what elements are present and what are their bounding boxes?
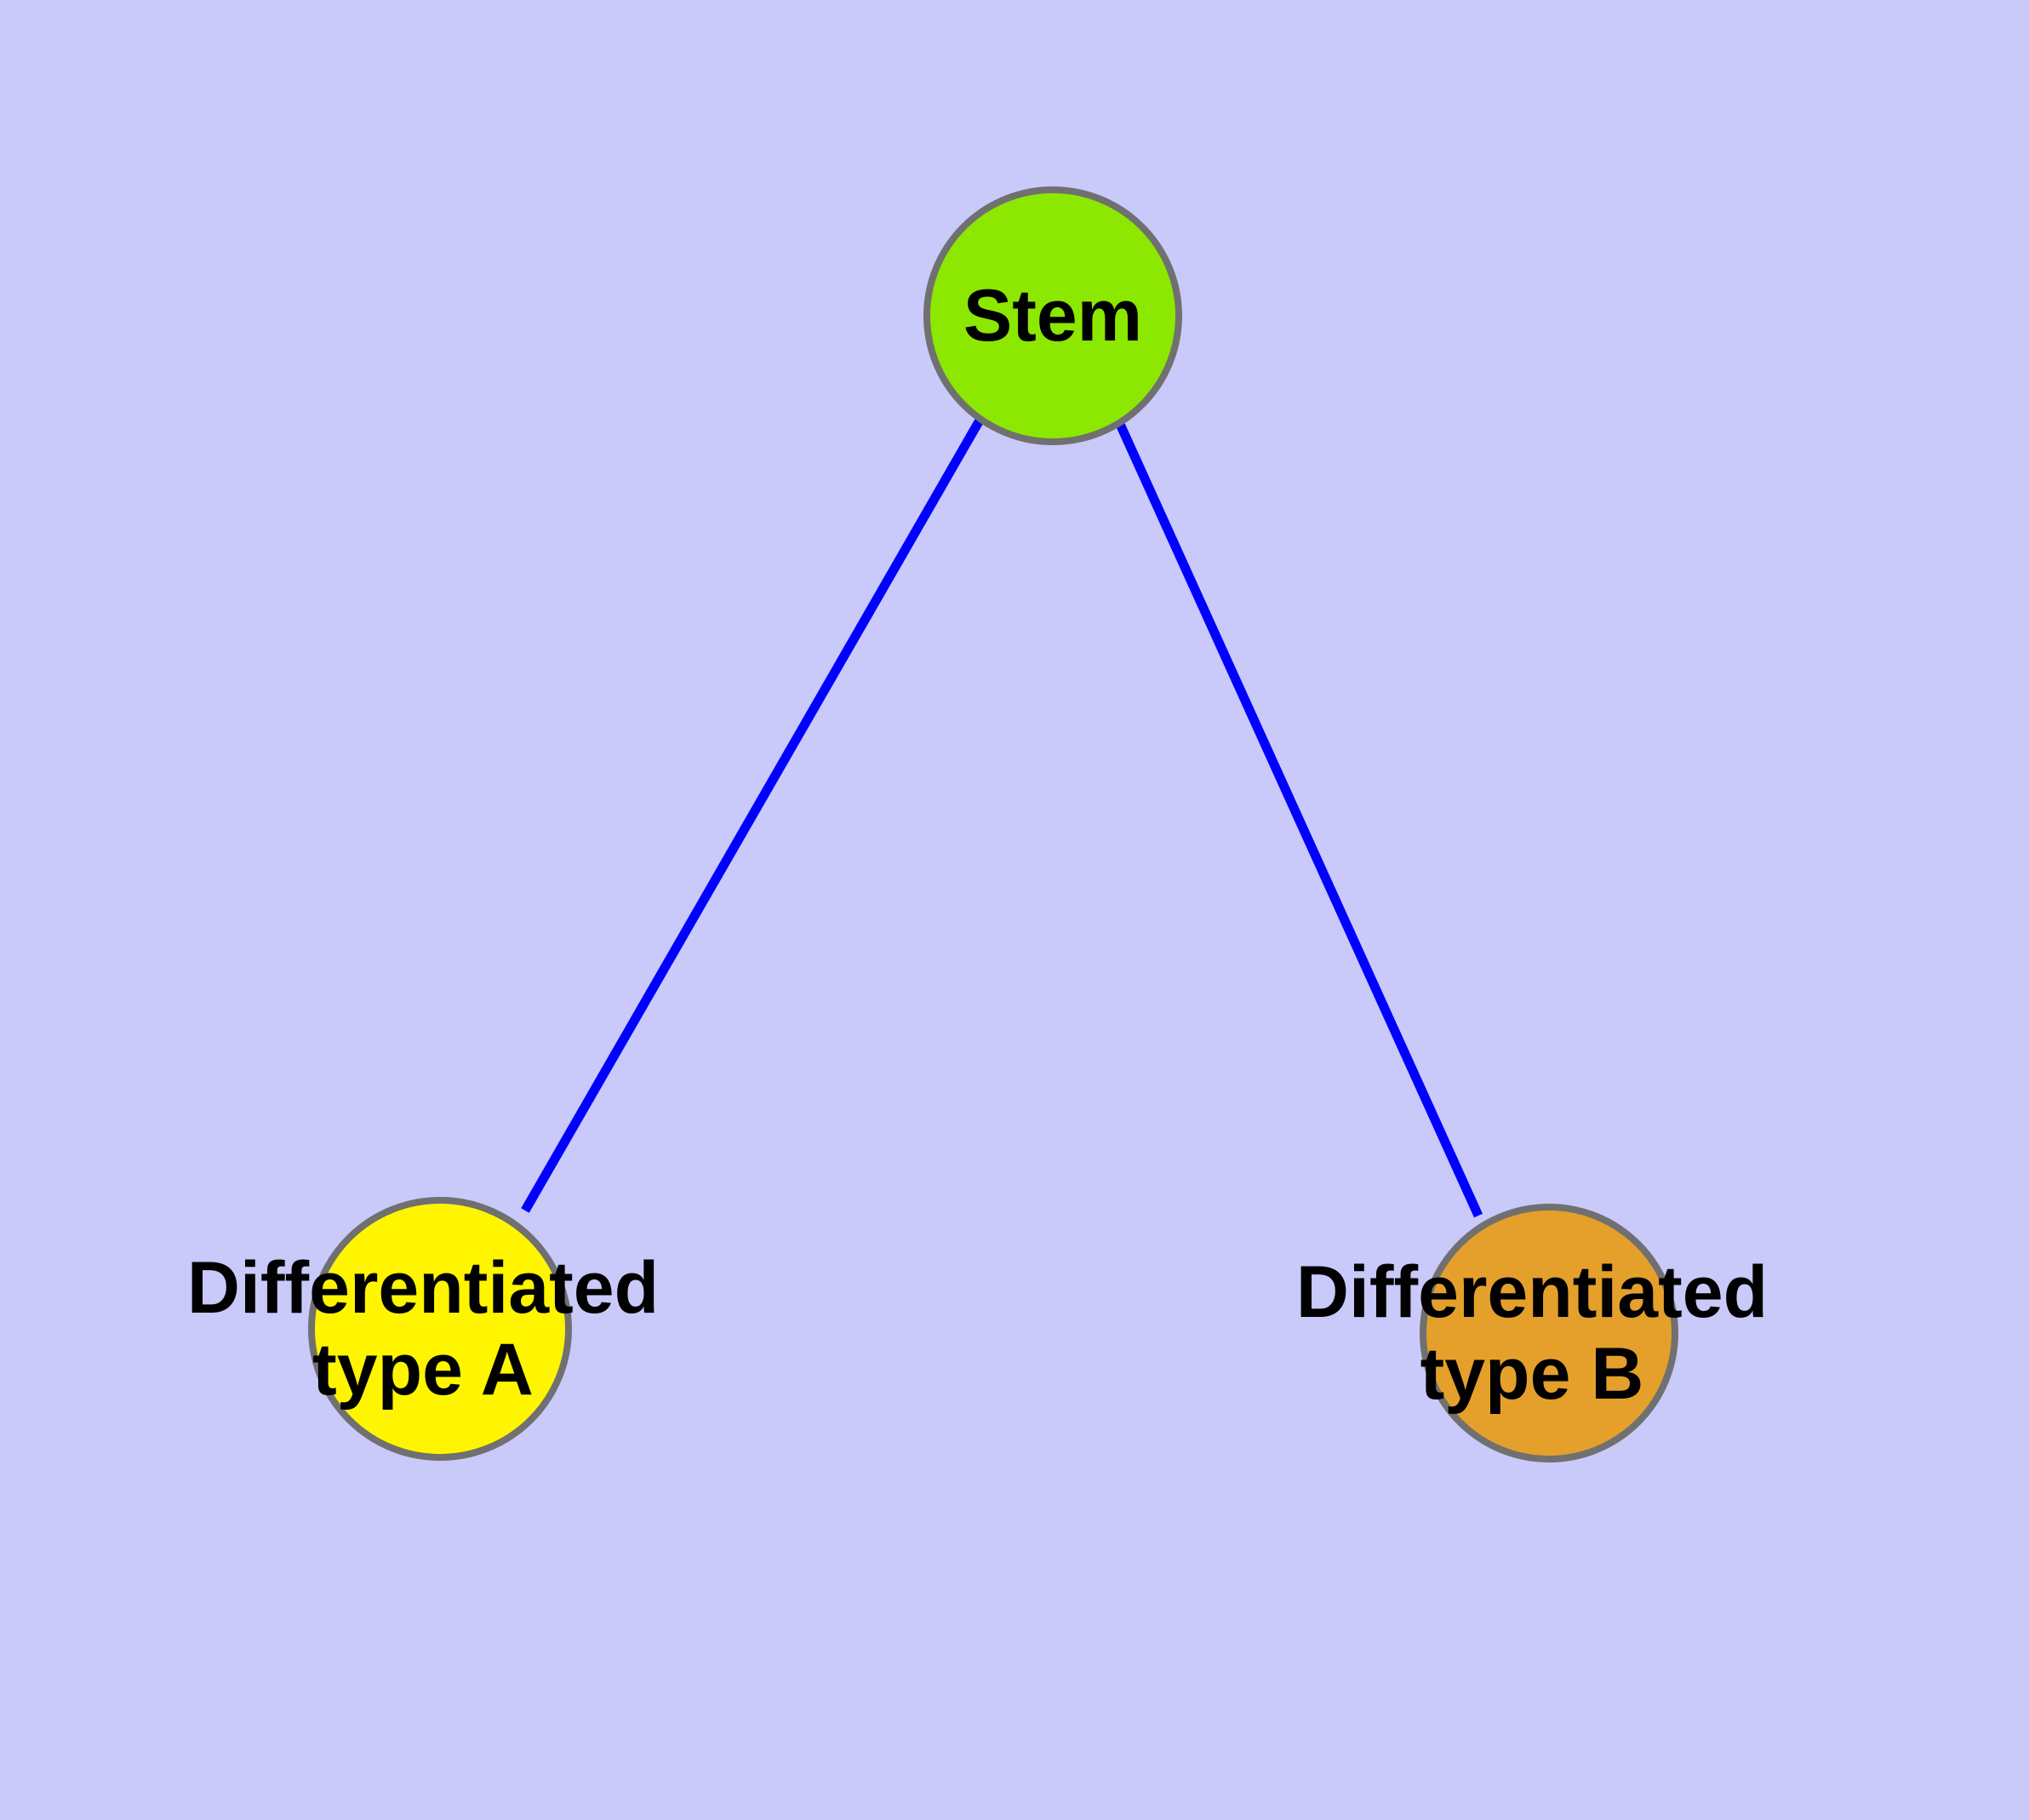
node-label-line: type B	[1420, 1333, 1644, 1415]
node-label-line: Differentiated	[187, 1247, 659, 1329]
edge-stem-to-diff-a[interactable]	[521, 416, 985, 1213]
node-label-line: Differentiated	[1296, 1251, 1768, 1333]
node-diff-b[interactable]	[1420, 1204, 1678, 1462]
node-stem[interactable]	[923, 186, 1182, 445]
node-diff-a[interactable]	[308, 1197, 572, 1461]
node-label-line: type A	[312, 1329, 534, 1411]
node-label-stem: Stem	[963, 275, 1142, 357]
node-label-line: Stem	[963, 275, 1142, 357]
edge-layer	[521, 416, 1483, 1218]
edge-stem-to-diff-b[interactable]	[1114, 420, 1483, 1218]
node-layer	[308, 186, 1678, 1462]
